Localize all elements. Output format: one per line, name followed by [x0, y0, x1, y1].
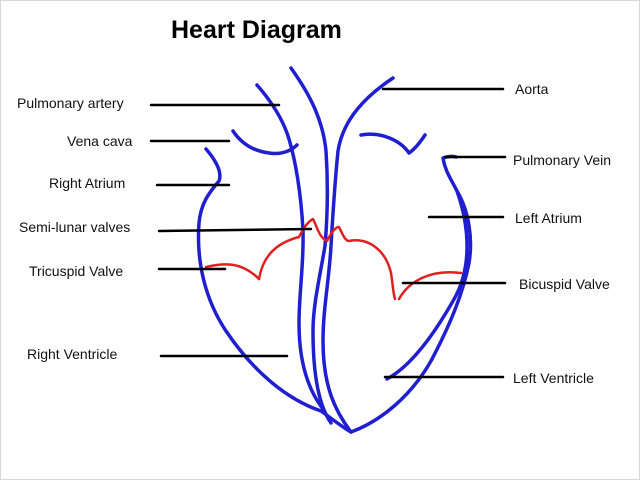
semilunar-valve-right [325, 225, 397, 301]
valves [204, 217, 463, 301]
label-left-atrium: Left Atrium [515, 210, 582, 226]
label-pulmonary-artery: Pulmonary artery [17, 95, 124, 111]
diagram-title: Heart Diagram [171, 16, 342, 44]
label-right-ventricle: Right Ventricle [27, 346, 118, 362]
label-tricuspid-valve: Tricuspid Valve [29, 263, 124, 279]
label-bicuspid-valve: Bicuspid Valve [519, 276, 610, 292]
label-left-ventricle: Left Ventricle [513, 370, 594, 386]
vena-cava-left [231, 129, 299, 156]
label-aorta: Aorta [515, 81, 549, 97]
outer-left-wall [349, 154, 473, 434]
inner-left-wall [385, 189, 469, 381]
septum-right [321, 76, 395, 434]
septum-left [289, 66, 333, 425]
label-pulmonary-vein: Pulmonary Vein [513, 152, 612, 168]
leader-lines [149, 87, 507, 379]
label-semilunar-valves: Semi-lunar valves [19, 219, 131, 235]
label-right-atrium: Right Atrium [49, 175, 126, 191]
leader-semilunar-valves [157, 227, 313, 233]
aorta-arch-right [359, 132, 427, 155]
tricuspid-valve-line [204, 263, 261, 281]
bicuspid-valve-line [397, 270, 463, 301]
outer-right-wall [196, 147, 353, 434]
semilunar-valve-left [257, 217, 329, 281]
label-vena-cava: Vena cava [67, 133, 133, 149]
